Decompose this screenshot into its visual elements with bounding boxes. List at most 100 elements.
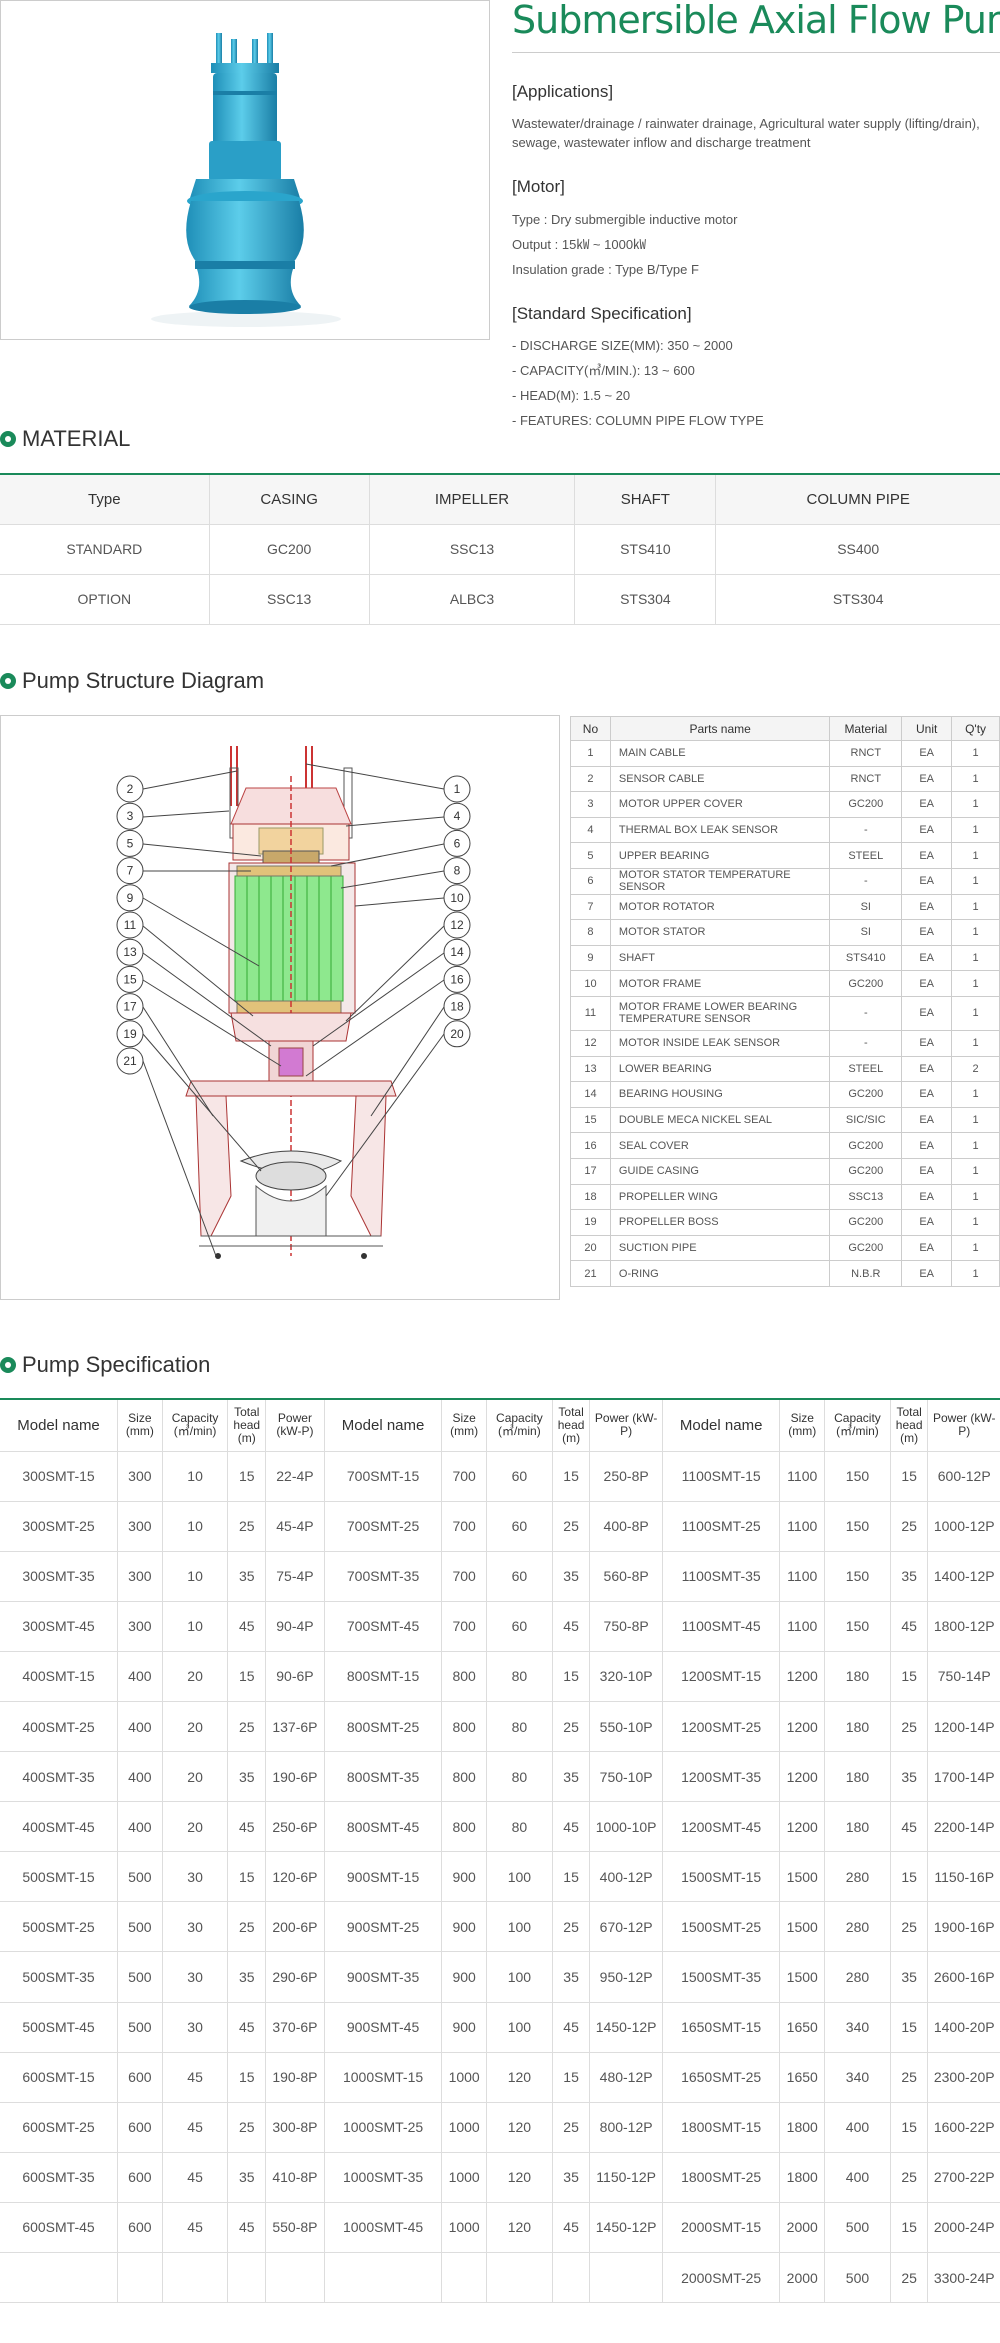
spec-cell: 800 — [441, 1801, 487, 1853]
spec-cell: 1600-22P — [927, 2102, 1000, 2153]
parts-cell: 1 — [951, 765, 1000, 793]
spec-cell — [441, 2252, 487, 2304]
spec-cell: 750-8P — [589, 1601, 663, 1652]
parts-cell: SI — [829, 919, 903, 946]
spec-cell: 2000SMT-25 — [662, 2252, 781, 2304]
product-image-frame — [0, 0, 490, 340]
parts-cell: SHAFT — [609, 944, 831, 972]
spec-cell: 1200 — [779, 1651, 826, 1702]
standard-spec-line: - CAPACITY(㎥/MIN.): 13 ~ 600 — [512, 363, 695, 378]
parts-cell: 1 — [951, 995, 1000, 1031]
material-cell: STS410 — [574, 524, 717, 575]
spec-cell: 750-14P — [927, 1651, 1000, 1702]
material-header: Type — [0, 473, 210, 525]
spec-cell: 150 — [824, 1451, 891, 1502]
spec-cell: 600SMT-15 — [0, 2052, 119, 2103]
parts-cell: 7 — [570, 893, 611, 921]
spec-cell: 1650SMT-25 — [662, 2052, 781, 2103]
diagram-callout: 5 — [116, 829, 144, 857]
parts-cell: 1 — [951, 1260, 1000, 1287]
parts-cell: 20 — [570, 1234, 611, 1262]
parts-cell: 16 — [570, 1132, 611, 1159]
spec-cell: 550-8P — [265, 2202, 325, 2254]
parts-cell: 18 — [570, 1183, 611, 1211]
spec-cell: 25 — [890, 1501, 929, 1552]
material-cell: STS304 — [715, 574, 1000, 625]
parts-cell: 14 — [570, 1081, 611, 1108]
spec-cell: 2700-22P — [927, 2152, 1000, 2203]
spec-cell: 600 — [117, 2152, 163, 2203]
parts-cell: 8 — [570, 919, 611, 946]
spec-cell: 500 — [117, 1901, 163, 1953]
spec-cell: 35 — [227, 1951, 267, 2003]
parts-cell: SSC13 — [829, 1183, 903, 1211]
parts-cell: UPPER BEARING — [609, 842, 831, 869]
spec-cell: 1000SMT-25 — [324, 2102, 443, 2153]
spec-cell: 700 — [441, 1601, 487, 1652]
spec-cell: 1200SMT-25 — [662, 1701, 781, 1753]
callout-number: 12 — [450, 918, 464, 932]
parts-cell: MOTOR INSIDE LEAK SENSOR — [609, 1029, 831, 1057]
parts-cell: - — [829, 1029, 903, 1057]
spec-cell: 1100 — [779, 1601, 826, 1652]
parts-cell: 3 — [570, 791, 611, 818]
spec-cell: 45 — [227, 2202, 267, 2254]
parts-cell: BEARING HOUSING — [609, 1081, 831, 1108]
spec-cell — [324, 2252, 443, 2304]
parts-cell: SUCTION PIPE — [609, 1234, 831, 1262]
spec-cell: 750-10P — [589, 1751, 663, 1803]
parts-cell: - — [829, 995, 903, 1031]
spec-cell: 500SMT-15 — [0, 1851, 119, 1903]
diagram-callout: 17 — [116, 993, 144, 1021]
parts-cell: STEEL — [829, 842, 903, 869]
spec-cell: 900 — [441, 1851, 487, 1903]
spec-cell: 700SMT-35 — [324, 1551, 443, 1602]
spec-cell: 400SMT-25 — [0, 1701, 119, 1753]
spec-cell: 200-6P — [265, 1901, 325, 1953]
parts-cell: EA — [901, 1106, 953, 1134]
structure-title-text: Pump Structure Diagram — [22, 668, 265, 693]
spec-cell — [589, 2252, 663, 2304]
parts-cell: GC200 — [829, 1209, 903, 1236]
bullet-icon — [0, 1357, 16, 1373]
spec-cell: 400SMT-15 — [0, 1651, 119, 1702]
parts-cell: 15 — [570, 1106, 611, 1134]
spec-cell: 25 — [227, 1501, 267, 1552]
spec-cell: 1100 — [779, 1501, 826, 1552]
parts-cell: 5 — [570, 842, 611, 869]
bullet-icon — [0, 431, 16, 447]
spec-cell: 250-6P — [265, 1801, 325, 1853]
spec-cell: 20 — [162, 1751, 229, 1803]
spec-cell: 45 — [890, 1801, 929, 1853]
diagram-callout: 20 — [443, 1020, 471, 1048]
spec-cell: 180 — [824, 1751, 891, 1803]
spec-cell: 180 — [824, 1801, 891, 1853]
spec-cell: 35 — [227, 1551, 267, 1602]
spec-cell: 950-12P — [589, 1951, 663, 2003]
parts-cell: EA — [901, 842, 953, 869]
spec-cell: 35 — [552, 1551, 591, 1602]
spec-cell: 1650 — [779, 2052, 826, 2103]
parts-cell: EA — [901, 816, 953, 844]
spec-cell: 120 — [486, 2052, 553, 2103]
spec-cell: 30 — [162, 1901, 229, 1953]
parts-cell: MOTOR FRAME LOWER BEARING TEMPERATURE SE… — [609, 995, 831, 1031]
parts-cell: GC200 — [829, 791, 903, 818]
parts-cell: EA — [901, 1055, 953, 1083]
spec-cell: 15 — [890, 2102, 929, 2153]
parts-cell: MOTOR STATOR — [609, 919, 831, 946]
parts-cell: 2 — [570, 765, 611, 793]
diagram-callout: 13 — [116, 938, 144, 966]
spec-cell: 700 — [441, 1451, 487, 1502]
parts-cell: 21 — [570, 1260, 611, 1287]
spec-cell: 600SMT-25 — [0, 2102, 119, 2153]
spec-cell: 20 — [162, 1651, 229, 1702]
spec-cell: 60 — [486, 1551, 553, 1602]
